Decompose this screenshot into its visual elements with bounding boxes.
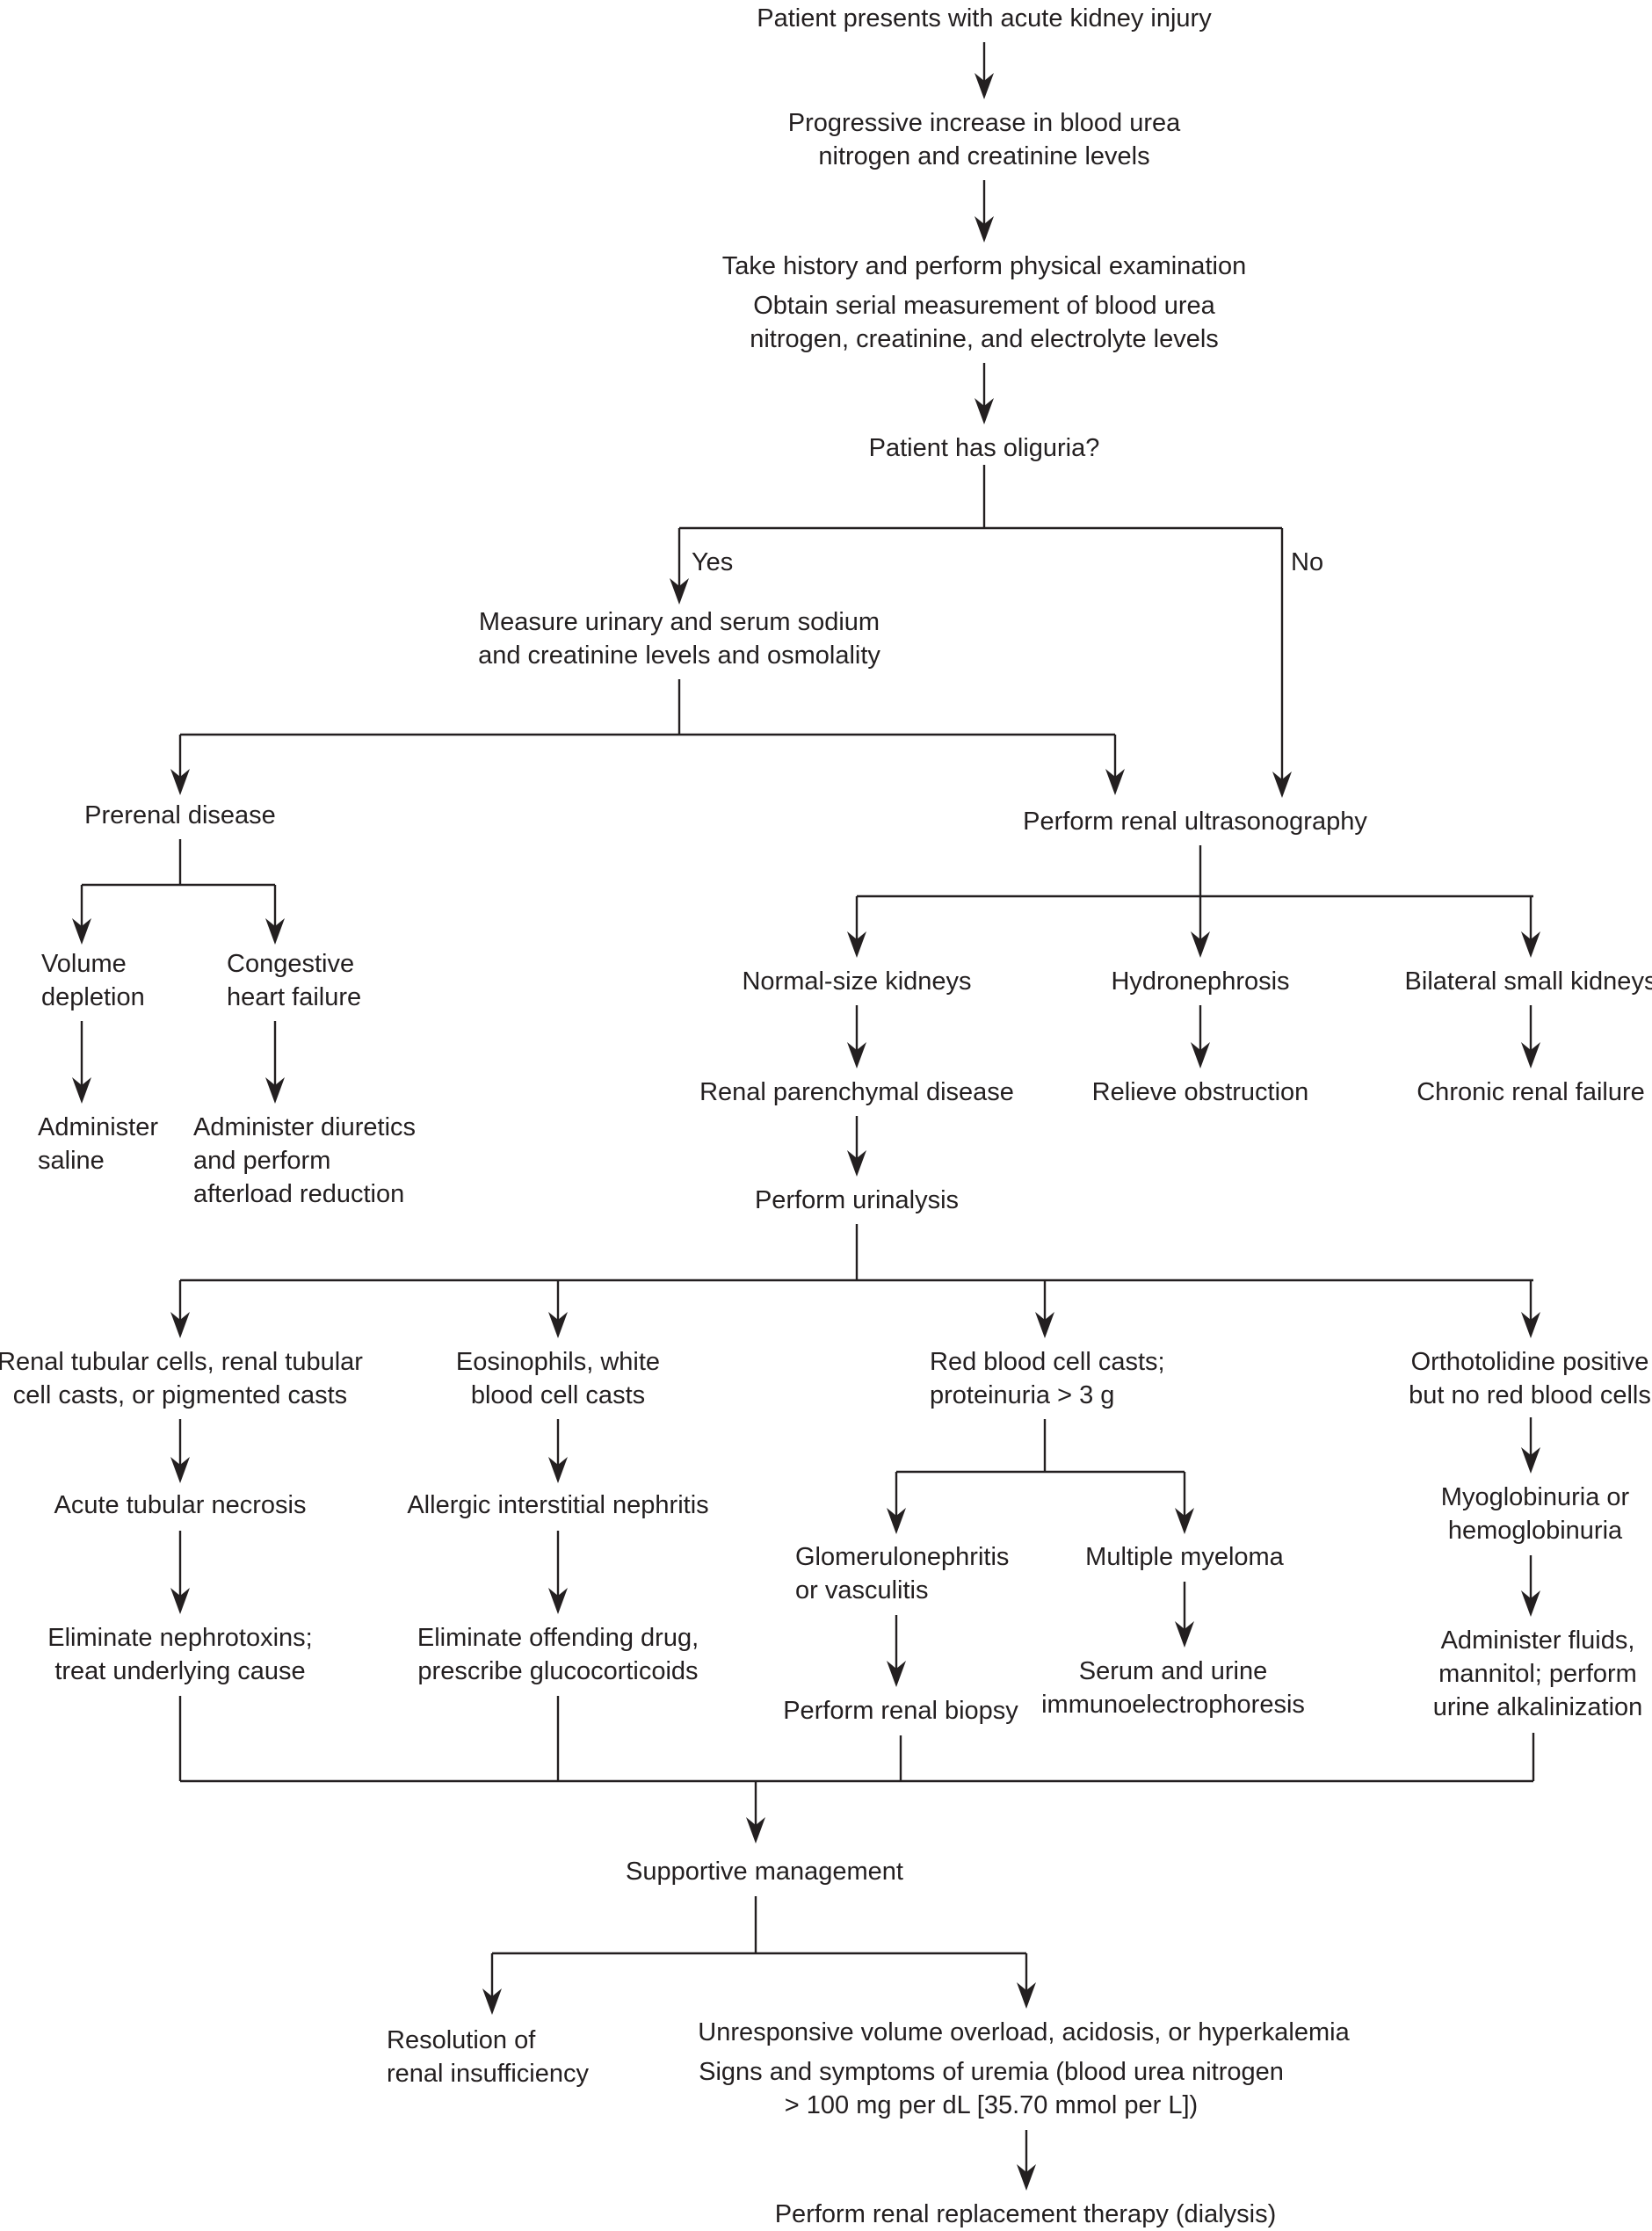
- arrowhead-down-icon: [170, 1588, 190, 1614]
- arrowhead-down-icon: [170, 769, 190, 795]
- node-administer-fluids: Administer fluids, mannitol; perform uri…: [1432, 1626, 1643, 1721]
- arrowhead-down-icon: [847, 931, 866, 958]
- node-hydronephrosis: Hydronephrosis: [1111, 967, 1290, 996]
- node-bilateral-small-kidneys: Bilateral small kidneys: [1404, 967, 1652, 996]
- node-no-label: No: [1291, 548, 1324, 576]
- node-unresponsive-overload: Unresponsive volume overload, acidosis, …: [698, 2018, 1350, 2046]
- node-renal-parenchymal-disease: Renal parenchymal disease: [699, 1078, 1014, 1106]
- node-glomerulonephritis: Glomerulonephritis or vasculitis: [795, 1543, 1010, 1604]
- arrowhead-down-icon: [847, 1042, 866, 1068]
- arrowhead-down-icon: [265, 918, 285, 945]
- arrowhead-down-icon: [1272, 771, 1292, 798]
- arrowhead-down-icon: [1521, 1042, 1540, 1068]
- node-myoglobinuria: Myoglobinuria or hemoglobinuria: [1440, 1483, 1630, 1545]
- node-eliminate-offending-drug: Eliminate offending drug, prescribe gluc…: [417, 1624, 699, 1685]
- arrowhead-down-icon: [1521, 931, 1540, 958]
- arrowhead-down-icon: [1521, 1312, 1540, 1338]
- node-patient-presents: Patient presents with acute kidney injur…: [757, 4, 1212, 33]
- node-perform-renal-biopsy: Perform renal biopsy: [783, 1697, 1018, 1725]
- node-volume-depletion: Volume depletion: [41, 950, 145, 1011]
- arrowhead-down-icon: [72, 918, 91, 945]
- node-relieve-obstruction: Relieve obstruction: [1091, 1078, 1309, 1106]
- arrowhead-down-icon: [1175, 1508, 1194, 1534]
- node-measure-urinary-serum: Measure urinary and serum sodium and cre…: [478, 608, 880, 670]
- node-administer-saline: Administer saline: [38, 1113, 158, 1175]
- node-normal-size-kidneys: Normal-size kidneys: [742, 967, 972, 996]
- arrowhead-down-icon: [887, 1508, 906, 1534]
- node-eosinophils-wbc-casts: Eosinophils, white blood cell casts: [455, 1348, 661, 1409]
- node-allergic-interstitial-nephritis: Allergic interstitial nephritis: [407, 1491, 709, 1519]
- arrowhead-down-icon: [1017, 1982, 1036, 2009]
- node-signs-symptoms-uremia: Signs and symptoms of uremia (blood urea…: [699, 2058, 1284, 2119]
- arrowhead-down-icon: [72, 1077, 91, 1104]
- node-take-history: Take history and perform physical examin…: [721, 252, 1247, 280]
- node-yes-label: Yes: [692, 548, 734, 576]
- arrowhead-down-icon: [975, 216, 994, 243]
- node-chronic-renal-failure: Chronic renal failure: [1417, 1078, 1645, 1106]
- arrowhead-down-icon: [1017, 2164, 1036, 2191]
- node-perform-renal-ultrasonography: Perform renal ultrasonography: [1023, 808, 1367, 836]
- node-orthotolidine-positive: Orthotolidine positive but no red blood …: [1409, 1348, 1651, 1409]
- arrowhead-down-icon: [548, 1588, 568, 1614]
- node-acute-tubular-necrosis: Acute tubular necrosis: [54, 1491, 307, 1519]
- arrowhead-down-icon: [670, 578, 689, 605]
- arrowhead-down-icon: [975, 398, 994, 424]
- arrowhead-down-icon: [548, 1312, 568, 1338]
- node-obtain-serial-measurement: Obtain serial measurement of blood urea …: [750, 292, 1219, 353]
- arrowhead-down-icon: [170, 1457, 190, 1483]
- node-renal-replacement-therapy: Perform renal replacement therapy (dialy…: [774, 2200, 1277, 2228]
- arrowhead-down-icon: [265, 1077, 285, 1104]
- node-prerenal-disease: Prerenal disease: [84, 801, 276, 829]
- arrowhead-down-icon: [887, 1661, 906, 1687]
- arrowhead-down-icon: [1035, 1312, 1054, 1338]
- arrowhead-down-icon: [482, 1988, 502, 2015]
- node-eliminate-nephrotoxins: Eliminate nephrotoxins; treat underlying…: [47, 1624, 313, 1685]
- node-oliguria-question: Patient has oliguria?: [868, 434, 1100, 462]
- node-progressive-increase: Progressive increase in blood urea nitro…: [787, 109, 1181, 170]
- node-perform-urinalysis: Perform urinalysis: [754, 1186, 960, 1214]
- arrowhead-down-icon: [746, 1817, 765, 1843]
- node-administer-diuretics: Administer diuretics and perform afterlo…: [193, 1113, 417, 1208]
- arrowhead-down-icon: [975, 73, 994, 99]
- arrowhead-down-icon: [548, 1457, 568, 1483]
- arrowhead-down-icon: [1521, 1590, 1540, 1617]
- arrowhead-down-icon: [1191, 1042, 1210, 1068]
- node-resolution-renal-insufficiency: Resolution of renal insufficiency: [387, 2026, 589, 2088]
- arrowhead-down-icon: [1191, 931, 1210, 958]
- node-serum-urine-immunoelectrophoresis: Serum and urine immunoelectrophoresis: [1041, 1657, 1305, 1719]
- arrowhead-down-icon: [847, 1150, 866, 1177]
- node-multiple-myeloma: Multiple myeloma: [1085, 1543, 1284, 1571]
- node-supportive-management: Supportive management: [626, 1858, 903, 1886]
- node-congestive-heart-failure: Congestive heart failure: [227, 950, 362, 1011]
- arrowhead-down-icon: [1105, 769, 1125, 795]
- arrowhead-down-icon: [1521, 1447, 1540, 1474]
- node-renal-tubular-cells: Renal tubular cells, renal tubular cell …: [0, 1348, 363, 1409]
- node-red-blood-cell-casts: Red blood cell casts; proteinuria > 3 g: [930, 1348, 1165, 1409]
- arrowhead-down-icon: [1175, 1621, 1194, 1648]
- arrowhead-down-icon: [170, 1312, 190, 1338]
